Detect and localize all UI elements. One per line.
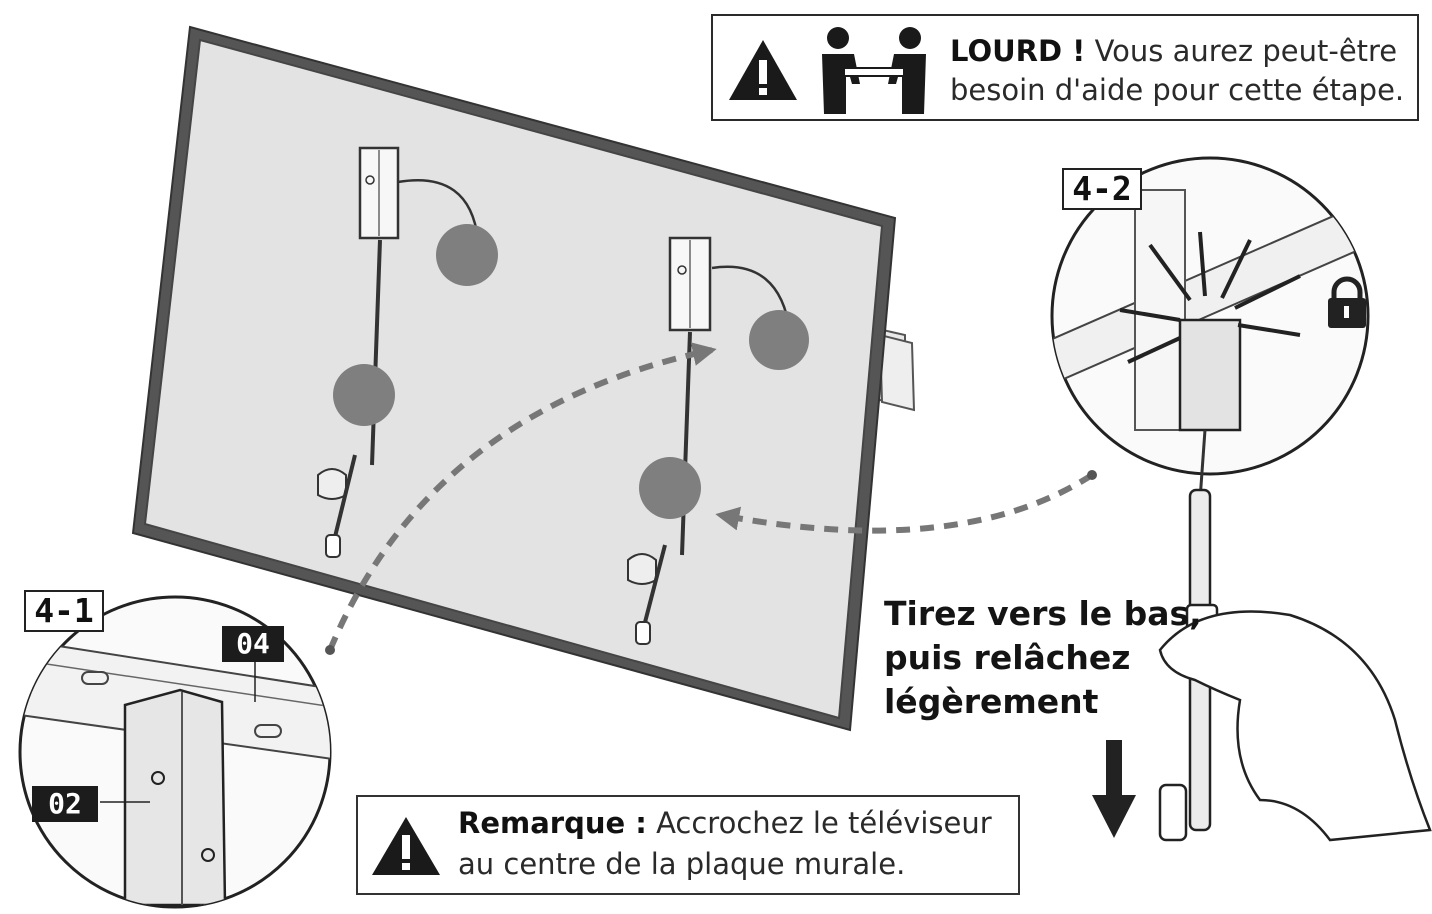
note-text: Remarque : Accrochez le téléviseur au ce…	[458, 806, 992, 881]
step-label-4-2: 4-2	[1062, 168, 1142, 210]
hand-illustration	[1158, 610, 1432, 842]
position-markers	[333, 224, 809, 519]
pull-instruction: Tirez vers le bas, puis relâchez légèrem…	[884, 594, 1202, 721]
detail-circle-4-2	[1050, 156, 1370, 476]
step-label-4-1: 4-1	[24, 590, 104, 632]
part-label-04: 04	[222, 626, 284, 662]
lock-icon	[1328, 276, 1366, 328]
part-label-02: 02	[32, 786, 98, 822]
note-box	[356, 795, 1020, 895]
warning-triangle-icon	[372, 817, 440, 875]
bracket-right	[627, 236, 798, 645]
down-arrow-icon	[1092, 740, 1136, 838]
dashed-arrow-step1	[327, 342, 717, 652]
two-person-lift-icon	[822, 27, 926, 114]
dashed-arrow-step2	[715, 472, 1094, 534]
detail-circle-4-1	[18, 595, 332, 909]
bracket-left	[317, 146, 486, 558]
heavy-warning-text: LOURD ! Vous aurez peut-être besoin d'ai…	[950, 34, 1405, 107]
warning-triangle-icon	[729, 40, 797, 100]
